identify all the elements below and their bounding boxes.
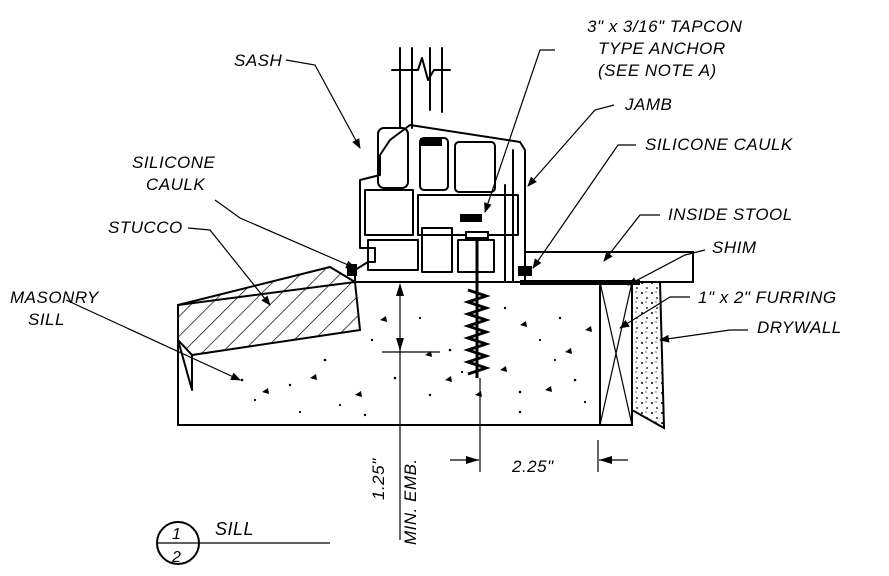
furring-label: 1" x 2" FURRING	[698, 288, 837, 307]
silicone-caulk-left-label-line1: SILICONE	[132, 153, 216, 172]
callout-labels: 3" x 3/16" TAPCON TYPE ANCHOR (SEE NOTE …	[10, 17, 842, 337]
detail-sheet: 2	[171, 549, 181, 566]
dimension-lines	[382, 281, 628, 540]
leader-lines	[65, 49, 748, 381]
drywall-label: DRYWALL	[757, 318, 842, 337]
silicone-caulk-right-label: SILICONE CAULK	[645, 135, 793, 154]
detail-number: 1	[172, 526, 181, 543]
tapcon-anchor	[463, 231, 491, 378]
dimension-labels: 1.25" MIN. EMB. 2.25"	[369, 457, 554, 545]
shim-label: SHIM	[712, 238, 757, 257]
masonry-sill-label-line1: MASONRY	[10, 288, 100, 307]
embedment-note: MIN. EMB.	[401, 458, 420, 545]
stucco-label: STUCCO	[108, 218, 183, 237]
embedment-value: 1.25"	[369, 458, 388, 500]
anchor-label-line1: 3" x 3/16" TAPCON	[587, 17, 743, 36]
detail-title: SILL	[215, 519, 254, 539]
inside-stool	[524, 251, 694, 283]
glass-break	[391, 47, 451, 129]
edge-distance-value: 2.25"	[511, 457, 554, 476]
anchor-label-line2: TYPE ANCHOR	[598, 39, 726, 58]
masonry-sill-label-line2: SILL	[28, 310, 65, 329]
stucco	[177, 265, 362, 391]
jamb-label: JAMB	[624, 95, 672, 114]
silicone-caulk-left-label-line2: CAULK	[146, 175, 205, 194]
inside-stool-label: INSIDE STOOL	[668, 205, 793, 224]
furring-strip	[599, 281, 633, 426]
detail-tag: 1 2 SILL	[156, 519, 330, 566]
sash-label: SASH	[234, 51, 283, 70]
anchor-label-line3: (SEE NOTE A)	[598, 61, 717, 80]
